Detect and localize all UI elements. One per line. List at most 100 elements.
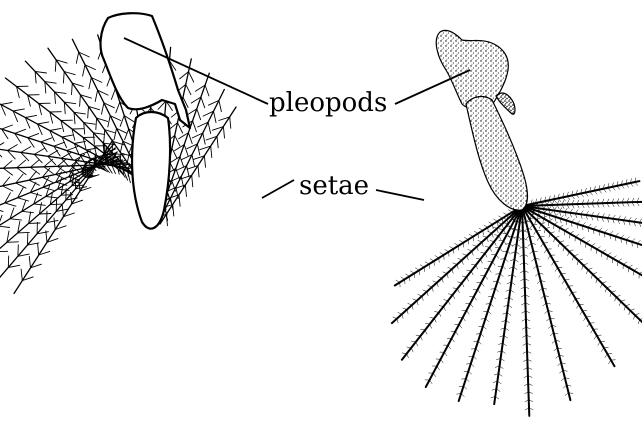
left-seta-barb xyxy=(3,186,13,191)
right-seta-hair xyxy=(396,280,400,282)
right-seta-hair xyxy=(489,269,492,273)
right-seta-hair xyxy=(444,352,447,356)
left-seta-barb xyxy=(187,166,190,177)
left-seta-barb xyxy=(178,123,183,133)
right-seta-hair xyxy=(474,231,478,233)
left-seta-barb xyxy=(17,160,26,168)
right-seta-hair xyxy=(430,380,433,384)
right-seta-hair xyxy=(554,222,558,225)
left-seta-barb xyxy=(197,109,201,120)
left-seta-barb xyxy=(62,135,73,137)
left-seta-barb xyxy=(114,128,116,139)
left-seta-barb xyxy=(72,83,73,95)
left-seta-barb xyxy=(5,203,16,206)
right-seta-hair xyxy=(559,225,563,227)
left-seta-barb xyxy=(205,85,209,96)
right-seta-hair xyxy=(549,219,553,222)
right-seta-hair xyxy=(415,268,419,270)
left-seta-barb xyxy=(7,242,19,243)
right-seta-hair xyxy=(411,271,415,273)
left-seta-barb xyxy=(179,195,180,207)
right-seta-hair xyxy=(626,304,630,306)
right-seta-hair xyxy=(478,240,482,242)
right-seta-hair xyxy=(444,307,446,311)
right-seta-hair xyxy=(597,247,601,250)
left-seta-barb xyxy=(230,117,231,128)
right-setae-fan xyxy=(392,178,642,416)
left-seta-barb xyxy=(214,111,217,122)
left-seta-barb xyxy=(0,226,10,227)
right-seta-hair xyxy=(498,222,502,224)
right-seta-hair xyxy=(629,265,633,267)
left-seta-barb xyxy=(192,175,193,187)
right-seta-hair xyxy=(569,292,572,296)
right-seta-hair xyxy=(455,331,458,335)
right-seta-hair xyxy=(565,228,569,230)
left-seta-barb xyxy=(184,145,188,156)
left-pleopod-exopod xyxy=(132,112,170,229)
right-seta-hair xyxy=(463,254,467,256)
left-seta-barb xyxy=(120,141,123,152)
right-seta-hair xyxy=(464,237,468,239)
right-seta-hair xyxy=(437,366,440,370)
left-seta-barb xyxy=(203,133,205,144)
left-seta-barb xyxy=(42,177,52,182)
right-seta-hair xyxy=(430,259,434,261)
left-seta-barb xyxy=(48,151,58,157)
right-seta-hair xyxy=(586,241,590,243)
right-seta-hair xyxy=(490,247,492,251)
right-seta-hair xyxy=(420,336,422,340)
left-seta-barb xyxy=(80,95,81,107)
left-seta-barb xyxy=(102,103,104,114)
right-seta-hair xyxy=(494,219,498,221)
left-seta-barb xyxy=(116,102,120,113)
right-seta-hair xyxy=(485,253,487,257)
right-seta-hair xyxy=(587,323,590,327)
right-seta xyxy=(522,206,642,252)
right-seta-hair xyxy=(577,305,579,309)
left-seta-barb xyxy=(63,72,64,84)
right-seta-hair xyxy=(406,274,410,276)
left-seta-barb xyxy=(34,149,44,155)
right-seta-hair xyxy=(508,210,512,212)
left-seta-barb xyxy=(2,125,13,129)
right-seta-hair xyxy=(480,259,482,263)
left-seta-barb xyxy=(61,195,73,196)
right-seta-hair xyxy=(566,286,569,290)
right-seta-hair xyxy=(476,265,478,269)
right-pleopod xyxy=(436,30,527,210)
right-seta-hair xyxy=(453,263,457,265)
left-seta-barb xyxy=(30,193,41,196)
left-pleopod xyxy=(101,13,190,228)
right-seta-hair xyxy=(605,354,608,358)
right-seta-hair xyxy=(570,231,574,234)
left-seta-barb xyxy=(198,166,199,177)
left-seta-barb xyxy=(72,185,84,186)
right-seta-hair xyxy=(435,256,439,258)
right-seta-hair xyxy=(445,250,449,252)
right-seta-hair xyxy=(593,273,597,275)
left-seta-barb xyxy=(186,84,191,94)
left-seta-barb xyxy=(25,115,36,117)
right-seta-hair xyxy=(575,234,579,237)
right-seta-hair xyxy=(448,345,451,349)
left-seta-barb xyxy=(22,211,34,212)
right-seta-hair xyxy=(448,301,450,305)
left-seta-barb xyxy=(50,128,61,130)
right-seta-hair xyxy=(555,268,558,272)
right-seta-hair xyxy=(458,258,462,260)
left-seta-barb xyxy=(38,122,49,124)
right-seta-hair xyxy=(493,227,497,229)
right-seta-hair xyxy=(471,271,473,275)
right-seta-hair xyxy=(488,231,492,233)
right-seta-hair xyxy=(594,335,597,339)
right-seta-hair xyxy=(562,280,565,284)
left-seta-barb xyxy=(41,138,52,142)
left-seta-barb xyxy=(189,72,194,82)
right-seta-hair xyxy=(450,247,454,249)
left-seta-barb xyxy=(173,205,174,217)
right-seta-hair xyxy=(433,373,436,377)
left-seta-barb xyxy=(34,204,46,205)
right-seta-hair xyxy=(467,310,470,314)
